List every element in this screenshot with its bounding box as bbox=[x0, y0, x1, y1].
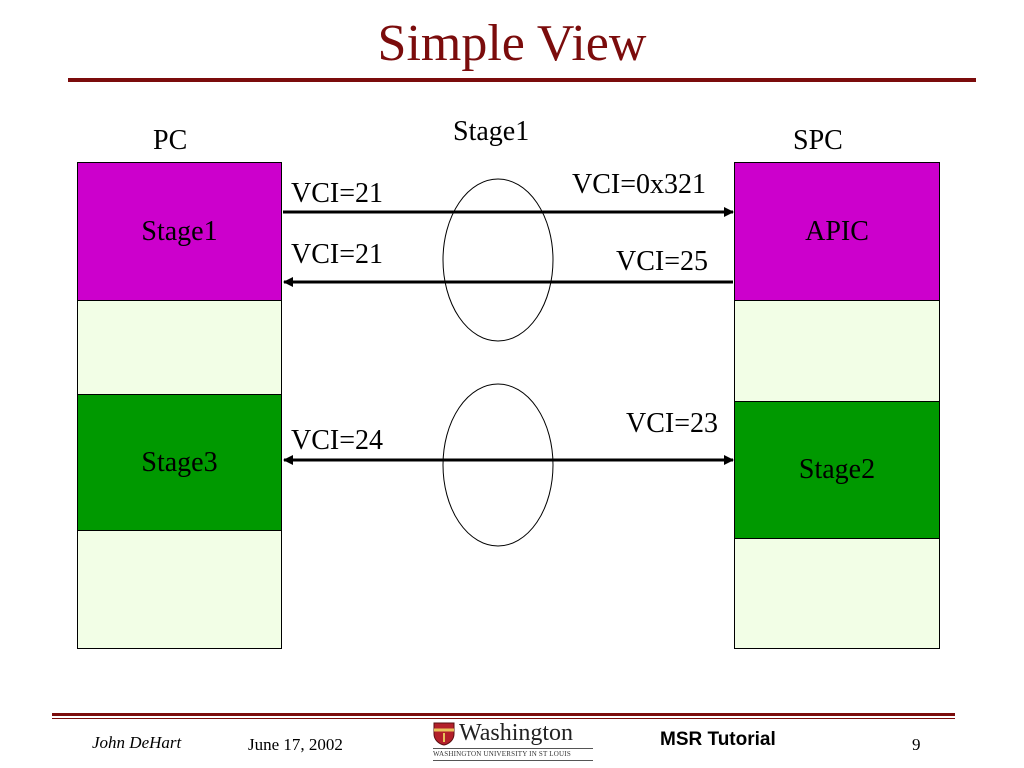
title-divider bbox=[68, 78, 976, 82]
top-link-ellipse bbox=[442, 178, 554, 342]
vci-bottom-right: VCI=23 bbox=[626, 408, 719, 439]
footer-logo-subtitle: WASHINGTON UNIVERSITY IN ST LOUIS bbox=[433, 750, 571, 758]
pc-segment-empty-2 bbox=[78, 530, 281, 648]
footer-course: MSR Tutorial bbox=[660, 729, 776, 750]
footer-logo-rule-bottom bbox=[433, 760, 593, 761]
university-shield-icon bbox=[433, 722, 455, 746]
vci-top-back-left: VCI=21 bbox=[291, 239, 384, 270]
vci-bottom-left: VCI=24 bbox=[291, 425, 384, 456]
spc-column: APIC Stage2 bbox=[734, 162, 940, 649]
spc-segment-stage2-label: Stage2 bbox=[798, 454, 876, 485]
spc-segment-apic-label: APIC bbox=[805, 215, 869, 247]
spc-label: SPC bbox=[793, 125, 843, 156]
spc-segment-stage2: Stage2 bbox=[735, 401, 939, 538]
pc-segment-stage1: Stage1 bbox=[78, 163, 281, 300]
footer-date: June 17, 2002 bbox=[248, 735, 343, 754]
pc-segment-stage3: Stage3 bbox=[78, 394, 281, 530]
pc-segment-stage3-label: Stage3 bbox=[141, 446, 218, 478]
spc-segment-empty-2 bbox=[735, 538, 939, 648]
slide-title: Simple View bbox=[377, 15, 647, 72]
pc-label: PC bbox=[153, 125, 188, 156]
vci-top-forward-left: VCI=21 bbox=[291, 178, 384, 209]
footer-page-number: 9 bbox=[912, 735, 921, 754]
vci-top-back-right: VCI=25 bbox=[616, 246, 709, 277]
pc-segment-empty-1 bbox=[78, 300, 281, 394]
footer-divider bbox=[52, 713, 955, 716]
footer-logo-wordmark: Washington bbox=[459, 720, 574, 746]
footer-logo-rule-top bbox=[433, 748, 593, 749]
pc-segment-stage1-label: Stage1 bbox=[141, 215, 218, 247]
spc-segment-apic: APIC bbox=[735, 163, 939, 300]
bottom-link-ellipse bbox=[442, 383, 554, 547]
footer-author: John DeHart bbox=[92, 733, 182, 752]
pc-column: Stage1 Stage3 bbox=[77, 162, 282, 649]
footer-divider-thin bbox=[52, 718, 955, 719]
vci-top-forward-right: VCI=0x321 bbox=[572, 169, 707, 200]
spc-segment-empty-1 bbox=[735, 300, 939, 401]
middle-stage-label: Stage1 bbox=[453, 116, 530, 147]
